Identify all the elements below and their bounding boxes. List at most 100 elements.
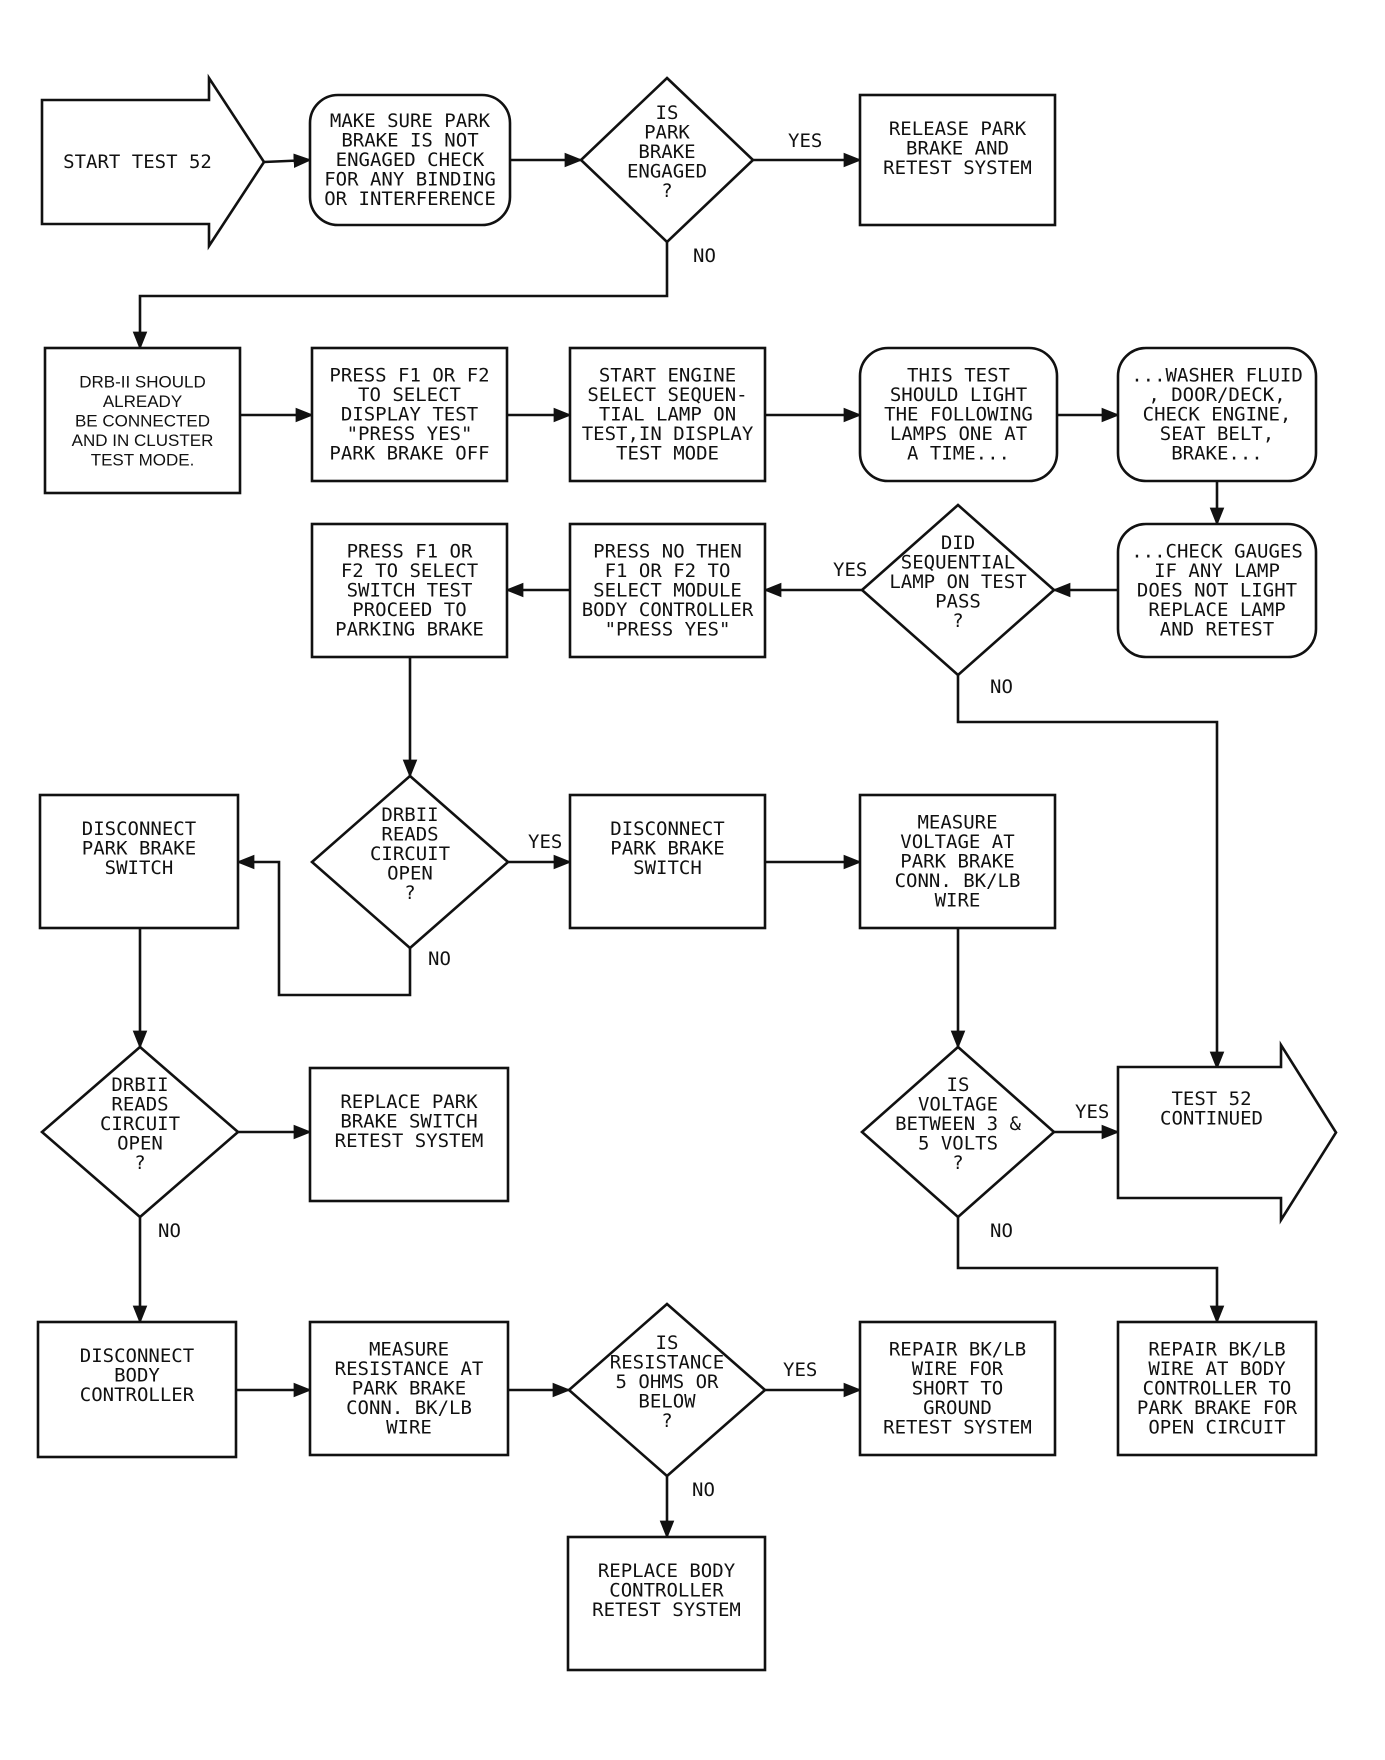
node-text-line: PASS — [935, 591, 981, 613]
node-text-line: DID — [941, 532, 975, 554]
node-text-line: F2 TO SELECT — [341, 560, 478, 582]
connector-arrow — [132, 242, 669, 350]
node-text-line: PRESS F1 OR F2 — [329, 365, 489, 387]
node-text-line: DRB-II SHOULD — [79, 373, 206, 392]
edge-label-d6-yes: YES — [783, 1359, 817, 1381]
node-text-line: PROCEED TO — [352, 599, 466, 621]
node-text-line: READS — [381, 824, 438, 846]
node-text-line: SHORT TO — [912, 1378, 1004, 1400]
node-text-line: PRESS F1 OR — [347, 541, 473, 563]
process-box — [36, 1320, 238, 1459]
node-text-line: PARK — [644, 122, 690, 144]
node-text-line: TEST 52 — [1171, 1088, 1251, 1110]
edge-label-d3-no: NO — [428, 948, 451, 970]
node-text-line: ...CHECK GAUGES — [1131, 541, 1303, 563]
node-text-line: CONTINUED — [1160, 1107, 1263, 1129]
node-text-line: ENGAGED — [627, 161, 707, 183]
node-text-line: SWITCH TEST — [347, 580, 473, 602]
decision-diamond — [567, 1302, 767, 1478]
node-text-line: START ENGINE — [599, 365, 736, 387]
node-text-line: REPAIR BK/LB — [889, 1339, 1026, 1361]
node-text-line: IS — [947, 1074, 970, 1096]
node-text-line: TEST,IN DISPLAY — [582, 423, 754, 445]
node-text-line: BODY CONTROLLER — [582, 599, 754, 621]
node-text-line: CONN. BK/LB — [346, 1397, 472, 1419]
node-text-line: START TEST 52 — [63, 151, 212, 173]
node-text-line: REPAIR BK/LB — [1148, 1339, 1285, 1361]
node-text-line: BELOW — [638, 1391, 696, 1413]
process-box — [568, 522, 767, 659]
process-box — [310, 346, 509, 483]
edge-label-d3-yes: YES — [528, 831, 562, 853]
node-text-line: MEASURE — [917, 812, 997, 834]
node-text-line: AND IN CLUSTER — [72, 431, 214, 450]
process-rounded-box — [1116, 522, 1318, 659]
node-text-line: RESISTANCE AT — [335, 1358, 484, 1380]
process-box — [568, 346, 767, 483]
decision-diamond — [860, 503, 1056, 677]
node-text-line: CHECK ENGINE, — [1143, 404, 1292, 426]
node-text-line: DISPLAY TEST — [341, 404, 478, 426]
node-text-line: SEAT BELT, — [1160, 423, 1274, 445]
node-text-line: BE CONNECTED — [75, 412, 210, 431]
node-text-line: RETEST SYSTEM — [883, 1417, 1032, 1439]
node-text-line: SELECT SEQUEN- — [587, 384, 747, 406]
decision-diamond — [40, 1045, 240, 1219]
node-text-line: READS — [111, 1094, 168, 1116]
continue-arrow-shape — [1116, 1040, 1338, 1225]
node-text-line: CONN. BK/LB — [895, 870, 1021, 892]
node-text-line: REPLACE LAMP — [1148, 599, 1285, 621]
process-box — [1116, 1320, 1318, 1457]
node-text-line: IS — [656, 1332, 679, 1354]
node-text-line: MEASURE — [369, 1339, 449, 1361]
node-text-line: 5 OHMS OR — [616, 1371, 720, 1393]
node-text-line: GROUND — [923, 1397, 992, 1419]
edge-label-d1-yes: YES — [788, 130, 822, 152]
process-rounded-box — [1116, 346, 1318, 483]
process-box — [308, 1066, 510, 1203]
node-text-line: PRESS NO THEN — [593, 541, 742, 563]
node-text-line: RESISTANCE — [610, 1352, 724, 1374]
process-rounded-box — [858, 346, 1059, 483]
node-text-line: RETEST SYSTEM — [335, 1130, 484, 1152]
node-text-line: ALREADY — [103, 392, 182, 411]
node-text-line: REPLACE PARK — [340, 1091, 478, 1113]
connector-arrow — [956, 1217, 1225, 1324]
node-text-line: SELECT MODULE — [593, 580, 742, 602]
connector-arrow — [956, 675, 1225, 1070]
node-text-line: CONTROLLER TO — [1143, 1378, 1292, 1400]
node-text-line: SHOULD LIGHT — [890, 384, 1027, 406]
node-text-line: RELEASE PARK — [889, 118, 1027, 140]
node-text-line: MAKE SURE PARK — [330, 110, 491, 132]
node-text-line: F1 OR F2 TO — [605, 560, 731, 582]
node-text-line: ? — [661, 1410, 672, 1432]
decision-diamond — [579, 76, 755, 244]
node-text-line: ? — [952, 1152, 963, 1174]
node-text-line: WIRE FOR — [912, 1358, 1004, 1380]
node-text-line: SWITCH — [105, 857, 174, 879]
edge-label-d2-no: NO — [990, 676, 1013, 698]
node-text-line: BODY — [114, 1365, 160, 1387]
node-text-line: ...WASHER FLUID — [1131, 365, 1303, 387]
process-box — [310, 522, 509, 659]
process-box — [858, 793, 1057, 930]
connector-arrow — [236, 854, 412, 997]
node-text-line: 5 VOLTS — [918, 1133, 998, 1155]
process-box — [858, 93, 1057, 227]
node-text-line: BRAKE IS NOT — [341, 130, 478, 152]
